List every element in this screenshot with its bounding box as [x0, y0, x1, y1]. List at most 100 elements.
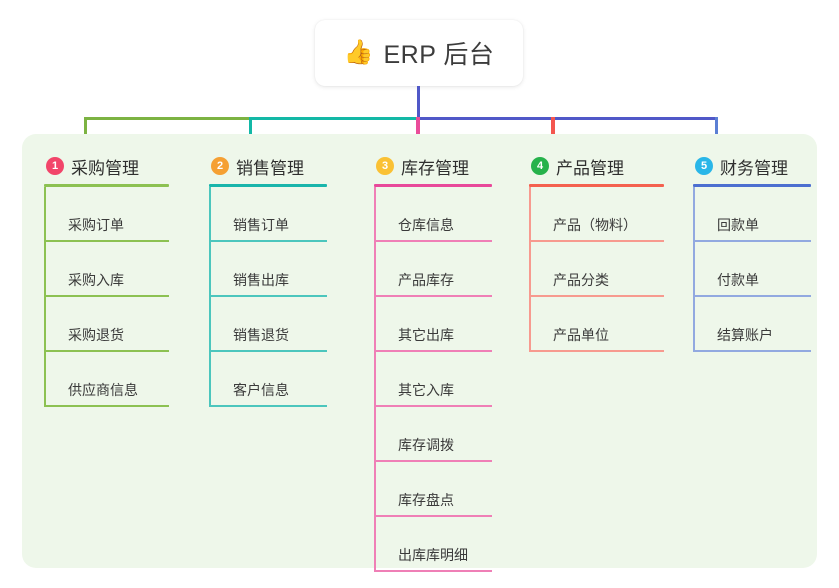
- column-title-2: 销售管理: [236, 158, 304, 178]
- column-spine-4: [529, 187, 531, 352]
- list-item-label: 付款单: [717, 272, 759, 289]
- list-item[interactable]: 回款单: [693, 187, 811, 242]
- list-item-label: 结算账户: [717, 327, 773, 344]
- column-badge-3: 3: [376, 157, 394, 175]
- list-item-rule: [374, 515, 492, 517]
- list-item-label: 采购入库: [68, 272, 124, 289]
- root-node-content: 👍 ERP 后台: [344, 35, 495, 71]
- column-stub-4: [551, 117, 555, 140]
- column-stub-3: [416, 117, 420, 140]
- column-title-5: 财务管理: [720, 158, 788, 178]
- list-item-label: 产品分类: [553, 272, 609, 289]
- list-item-label: 仓库信息: [398, 217, 454, 234]
- column-badge-5: 5: [695, 157, 713, 175]
- list-item[interactable]: 采购退货: [44, 297, 169, 352]
- list-item-label: 其它入库: [398, 382, 454, 399]
- root-node-card[interactable]: 👍 ERP 后台: [315, 20, 523, 86]
- list-item-rule: [209, 240, 327, 242]
- column-items-3: 仓库信息 产品库存 其它出库 其它入库 库存调拨 库存盘点: [374, 187, 492, 572]
- column-finance: 5 财务管理 回款单 付款单 结算账户: [693, 148, 811, 352]
- column-header-2[interactable]: 2 销售管理: [209, 148, 327, 184]
- list-item-rule: [693, 240, 811, 242]
- list-item[interactable]: 仓库信息: [374, 187, 492, 242]
- column-purchasing: 1 采购管理 采购订单 采购入库 采购退货 供应商信息: [44, 148, 169, 407]
- list-item[interactable]: 结算账户: [693, 297, 811, 352]
- column-rule-5: [693, 184, 811, 187]
- column-rule-2: [209, 184, 327, 187]
- column-stub-2: [249, 117, 252, 140]
- bus-segment-teal: [249, 117, 419, 120]
- list-item-rule: [693, 350, 811, 352]
- column-rule-1: [44, 184, 169, 187]
- column-spine-2: [209, 187, 211, 407]
- column-stub-5: [715, 117, 718, 140]
- list-item-rule: [529, 295, 664, 297]
- list-item-rule: [44, 240, 169, 242]
- list-item[interactable]: 出库库明细: [374, 517, 492, 572]
- list-item-label: 客户信息: [233, 382, 289, 399]
- column-badge-2: 2: [211, 157, 229, 175]
- thumbs-up-icon: 👍: [343, 39, 374, 66]
- list-item[interactable]: 产品分类: [529, 242, 664, 297]
- mindmap-panel: 1 采购管理 采购订单 采购入库 采购退货 供应商信息: [22, 134, 817, 572]
- list-item-label: 库存调拨: [398, 437, 454, 454]
- column-header-4[interactable]: 4 产品管理: [529, 148, 664, 184]
- list-item-rule: [209, 295, 327, 297]
- column-badge-1: 1: [46, 157, 64, 175]
- list-item-rule: [374, 405, 492, 407]
- list-item-label: 供应商信息: [68, 382, 138, 399]
- list-item-label: 销售订单: [233, 217, 289, 234]
- list-item[interactable]: 产品单位: [529, 297, 664, 352]
- list-item[interactable]: 供应商信息: [44, 352, 169, 407]
- column-items-2: 销售订单 销售出库 销售退货 客户信息: [209, 187, 327, 407]
- column-rule-4: [529, 184, 664, 187]
- list-item-label: 销售出库: [233, 272, 289, 289]
- list-item[interactable]: 销售退货: [209, 297, 327, 352]
- column-items-1: 采购订单 采购入库 采购退货 供应商信息: [44, 187, 169, 407]
- column-rule-3: [374, 184, 492, 187]
- list-item-label: 其它出库: [398, 327, 454, 344]
- list-item[interactable]: 销售订单: [209, 187, 327, 242]
- list-item-label: 产品单位: [553, 327, 609, 344]
- list-item-rule: [374, 240, 492, 242]
- list-item-rule: [374, 570, 492, 572]
- list-item-label: 采购订单: [68, 217, 124, 234]
- column-stub-1: [84, 117, 87, 140]
- root-drop-line: [417, 86, 420, 119]
- list-item-label: 产品（物料）: [553, 217, 637, 234]
- list-item-label: 出库库明细: [398, 547, 468, 564]
- list-item-rule: [529, 240, 664, 242]
- list-item-rule: [44, 295, 169, 297]
- list-item[interactable]: 销售出库: [209, 242, 327, 297]
- list-item[interactable]: 采购入库: [44, 242, 169, 297]
- list-item[interactable]: 其它出库: [374, 297, 492, 352]
- list-item-rule: [209, 405, 327, 407]
- list-item-label: 产品库存: [398, 272, 454, 289]
- list-item[interactable]: 库存盘点: [374, 462, 492, 517]
- list-item[interactable]: 采购订单: [44, 187, 169, 242]
- column-spine-1: [44, 187, 46, 407]
- list-item[interactable]: 产品（物料）: [529, 187, 664, 242]
- list-item[interactable]: 付款单: [693, 242, 811, 297]
- column-header-3[interactable]: 3 库存管理: [374, 148, 492, 184]
- column-title-3: 库存管理: [401, 158, 469, 178]
- column-spine-3: [374, 187, 376, 572]
- column-title-1: 采购管理: [71, 158, 139, 178]
- bus-segment-indigo: [417, 117, 718, 120]
- list-item[interactable]: 产品库存: [374, 242, 492, 297]
- column-badge-4: 4: [531, 157, 549, 175]
- column-header-5[interactable]: 5 财务管理: [693, 148, 811, 184]
- column-header-1[interactable]: 1 采购管理: [44, 148, 169, 184]
- column-inventory: 3 库存管理 仓库信息 产品库存 其它出库 其它入库 库存调拨: [374, 148, 492, 572]
- list-item[interactable]: 库存调拨: [374, 407, 492, 462]
- list-item-rule: [209, 350, 327, 352]
- list-item-rule: [374, 460, 492, 462]
- list-item-rule: [374, 295, 492, 297]
- list-item-rule: [44, 350, 169, 352]
- list-item-label: 采购退货: [68, 327, 124, 344]
- column-items-4: 产品（物料） 产品分类 产品单位: [529, 187, 664, 352]
- column-spine-5: [693, 187, 695, 352]
- list-item[interactable]: 客户信息: [209, 352, 327, 407]
- list-item[interactable]: 其它入库: [374, 352, 492, 407]
- bus-segment-green: [84, 117, 251, 120]
